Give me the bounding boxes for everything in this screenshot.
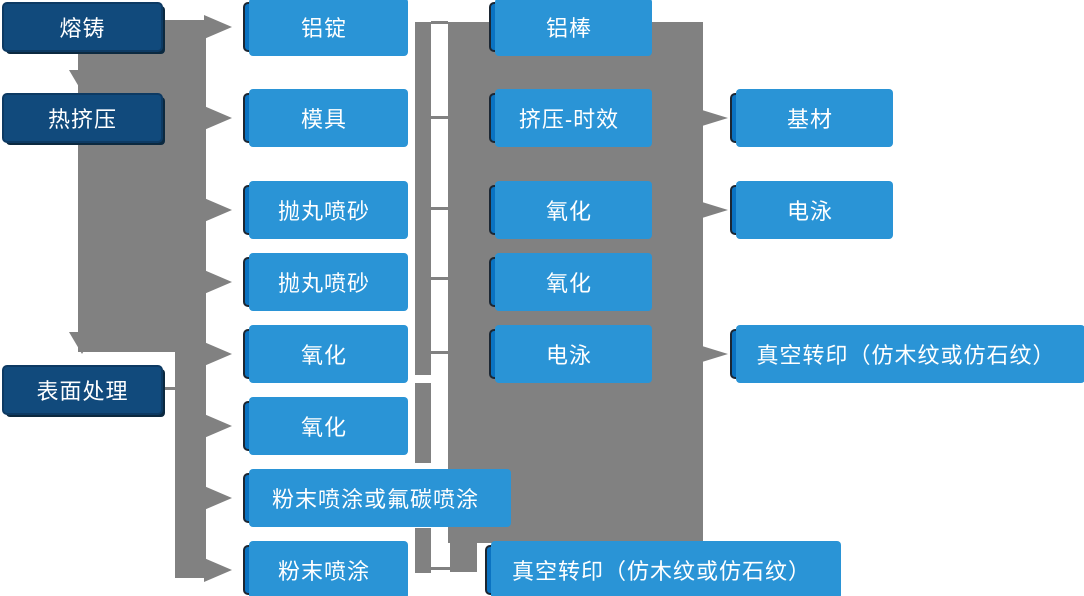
connector-bar-mid-1 — [415, 22, 431, 375]
line-shotblast1-to-oxidation — [431, 207, 448, 210]
arrow-to-surface-treatment-icon — [69, 332, 95, 354]
node-oxidation-c3-1: 氧化 — [489, 181, 652, 239]
connector-stub-bottom — [450, 543, 477, 572]
node-oxidation-c3-2: 氧化 — [489, 253, 652, 311]
arrow-to-base-material-icon — [702, 110, 728, 126]
node-powder-or-fluorocarbon: 粉末喷涂或氟碳喷涂 — [243, 469, 511, 527]
node-powder-coating: 粉末喷涂 — [243, 541, 408, 596]
arrow-to-electrophoresis-icon — [702, 202, 728, 218]
arrow-melt-to-extrusion-icon — [69, 70, 95, 92]
line-powder-to-vacuum — [431, 567, 452, 570]
node-vacuum-transfer-bottom: 真空转印（仿木纹或仿石纹） — [485, 541, 841, 596]
connector-trunk-upper — [78, 20, 206, 352]
arrow-to-aluminum-ingot-icon — [204, 15, 232, 39]
arrow-to-oxidation-2-icon — [204, 414, 232, 438]
arrow-to-powder-fluorocarbon-icon — [204, 486, 232, 510]
connector-bar-mid-3 — [415, 528, 431, 573]
node-oxidation-c2-1: 氧化 — [243, 325, 408, 383]
arrow-to-shot-blast-1-icon — [204, 198, 232, 222]
node-surface-treatment: 表面处理 — [2, 365, 163, 415]
node-vacuum-transfer-top: 真空转印（仿木纹或仿石纹） — [730, 325, 1084, 383]
node-shot-blast-1: 抛丸喷砂 — [243, 181, 408, 239]
connector-bar-mid-2 — [415, 383, 431, 463]
node-aluminum-rod: 铝棒 — [489, 0, 652, 56]
arrow-to-powder-coating-icon — [204, 558, 232, 582]
line-shotblast2-to-oxidation — [431, 277, 448, 280]
node-electrophoresis-c4: 电泳 — [730, 181, 893, 239]
node-aluminum-ingot: 铝锭 — [243, 0, 408, 56]
line-surface-treatment-to-trunk — [163, 387, 177, 390]
node-electrophoresis-c3: 电泳 — [489, 325, 652, 383]
node-mold: 模具 — [243, 89, 408, 147]
arrow-to-mold-icon — [204, 106, 232, 130]
arrow-to-vacuum-transfer-icon — [702, 346, 728, 362]
connector-trunk-lower — [175, 352, 206, 578]
line-oxidation-to-electrophoresis — [431, 351, 448, 354]
node-melt-cast: 熔铸 — [2, 2, 163, 52]
node-hot-extrusion: 热挤压 — [2, 93, 163, 143]
node-oxidation-c2-2: 氧化 — [243, 397, 408, 455]
node-base-material: 基材 — [730, 89, 893, 147]
arrow-to-oxidation-1-icon — [204, 342, 232, 366]
node-extrusion-aging: 挤压-时效 — [489, 89, 652, 147]
node-shot-blast-2: 抛丸喷砂 — [243, 253, 408, 311]
arrow-to-shot-blast-2-icon — [204, 270, 232, 294]
line-mold-to-extrusion — [431, 116, 448, 119]
line-ingot-to-rod — [431, 21, 448, 24]
